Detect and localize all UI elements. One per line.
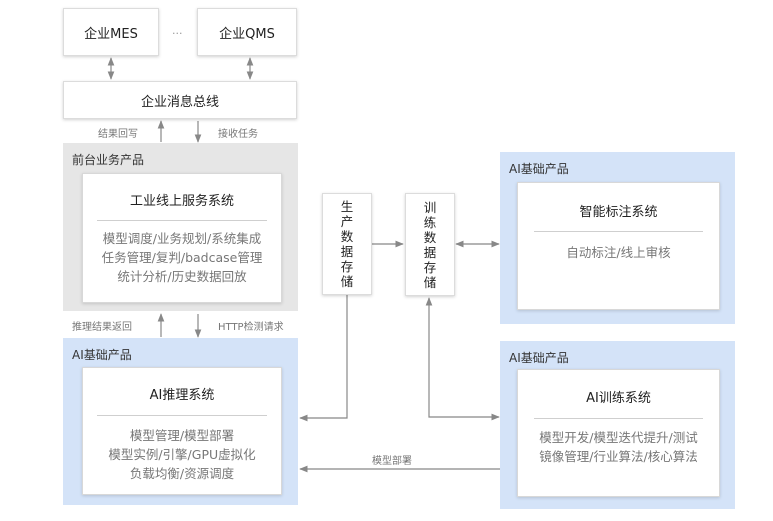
ai-train-body: 模型开发/模型迭代提升/测试 镜像管理/行业算法/核心算法 bbox=[518, 428, 719, 466]
ai-train-line: 镜像管理/行业算法/核心算法 bbox=[539, 449, 698, 464]
card-divider bbox=[534, 231, 703, 232]
ellipsis: ... bbox=[172, 24, 183, 37]
smart-label-line: 自动标注/线上审核 bbox=[566, 245, 671, 260]
card-divider bbox=[534, 418, 703, 419]
smart-label-body: 自动标注/线上审核 bbox=[518, 243, 719, 262]
card-divider bbox=[97, 415, 267, 416]
industrial-service-line: 任务管理/复判/badcase管理 bbox=[101, 250, 263, 265]
production-storage-char: 存 bbox=[340, 259, 354, 274]
mes-label: 企业MES bbox=[84, 26, 138, 42]
qms-box: 企业QMS bbox=[197, 8, 297, 56]
industrial-service-line: 模型调度/业务规划/系统集成 bbox=[102, 231, 262, 246]
production-storage-char: 据 bbox=[340, 244, 354, 259]
frontend-group-label: 前台业务产品 bbox=[72, 153, 145, 167]
smart-label-title: 智能标注系统 bbox=[579, 205, 658, 220]
ai-infer-line: 模型实例/引擎/GPU虚拟化 bbox=[108, 447, 256, 462]
production-storage-char: 产 bbox=[340, 214, 354, 229]
ai-train-group-label: AI基础产品 bbox=[509, 351, 569, 365]
production-storage-char: 储 bbox=[340, 274, 354, 289]
industrial-service-card: 工业线上服务系统 模型调度/业务规划/系统集成 任务管理/复判/badcase管… bbox=[82, 173, 282, 303]
ai-infer-body: 模型管理/模型部署 模型实例/引擎/GPU虚拟化 负载均衡/资源调度 bbox=[83, 426, 281, 483]
storage-to-infer-arrow bbox=[299, 295, 348, 422]
industrial-service-line: 统计分析/历史数据回放 bbox=[117, 269, 247, 284]
training-storage-char: 训 bbox=[423, 199, 437, 215]
training-storage-char: 储 bbox=[423, 274, 437, 290]
qms-label: 企业QMS bbox=[219, 26, 275, 42]
ai-label-group: AI基础产品 智能标注系统 自动标注/线上审核 bbox=[500, 152, 735, 324]
training-storage-char: 据 bbox=[423, 244, 437, 260]
ai-train-title: AI训练系统 bbox=[586, 391, 651, 406]
ai-infer-group: AI基础产品 AI推理系统 模型管理/模型部署 模型实例/引擎/GPU虚拟化 负… bbox=[63, 338, 298, 505]
ai-infer-title: AI推理系统 bbox=[149, 388, 215, 403]
ai-infer-group-label: AI基础产品 bbox=[72, 348, 132, 362]
message-bus-box: 企业消息总线 bbox=[63, 81, 297, 119]
ai-label-group-label: AI基础产品 bbox=[509, 162, 569, 176]
ai-train-card: AI训练系统 模型开发/模型迭代提升/测试 镜像管理/行业算法/核心算法 bbox=[517, 369, 720, 497]
writeback-label: 结果回写 bbox=[98, 129, 138, 140]
production-storage-char: 生 bbox=[340, 199, 354, 214]
ai-train-group: AI基础产品 AI训练系统 模型开发/模型迭代提升/测试 镜像管理/行业算法/核… bbox=[500, 341, 735, 509]
model-deploy-label: 模型部署 bbox=[372, 456, 412, 467]
http-request-label: HTTP检测请求 bbox=[218, 322, 284, 333]
industrial-service-title: 工业线上服务系统 bbox=[129, 194, 234, 209]
training-storage-char: 存 bbox=[423, 259, 437, 275]
training-storage-box: 训 练 数 据 存 储 bbox=[405, 193, 455, 296]
smart-label-card: 智能标注系统 自动标注/线上审核 bbox=[517, 182, 720, 310]
production-storage-char: 数 bbox=[340, 229, 354, 244]
frontend-group: 前台业务产品 工业线上服务系统 模型调度/业务规划/系统集成 任务管理/复判/b… bbox=[63, 143, 298, 311]
training-storage-char: 练 bbox=[423, 214, 437, 230]
infer-return-label: 推理结果返回 bbox=[72, 322, 132, 333]
ai-infer-line: 负载均衡/资源调度 bbox=[129, 466, 235, 481]
industrial-service-body: 模型调度/业务规划/系统集成 任务管理/复判/badcase管理 统计分析/历史… bbox=[83, 229, 281, 286]
card-divider bbox=[97, 220, 267, 221]
receive-label: 接收任务 bbox=[218, 129, 258, 140]
ai-infer-card: AI推理系统 模型管理/模型部署 模型实例/引擎/GPU虚拟化 负载均衡/资源调… bbox=[82, 367, 282, 495]
storage-train-arrow bbox=[425, 297, 500, 421]
training-storage-char: 数 bbox=[423, 229, 437, 245]
ai-train-line: 模型开发/模型迭代提升/测试 bbox=[539, 430, 698, 445]
production-storage-box: 生 产 数 据 存 储 bbox=[322, 193, 372, 295]
message-bus-label: 企业消息总线 bbox=[140, 94, 219, 110]
ai-infer-line: 模型管理/模型部署 bbox=[129, 428, 235, 443]
mes-box: 企业MES bbox=[63, 8, 159, 56]
